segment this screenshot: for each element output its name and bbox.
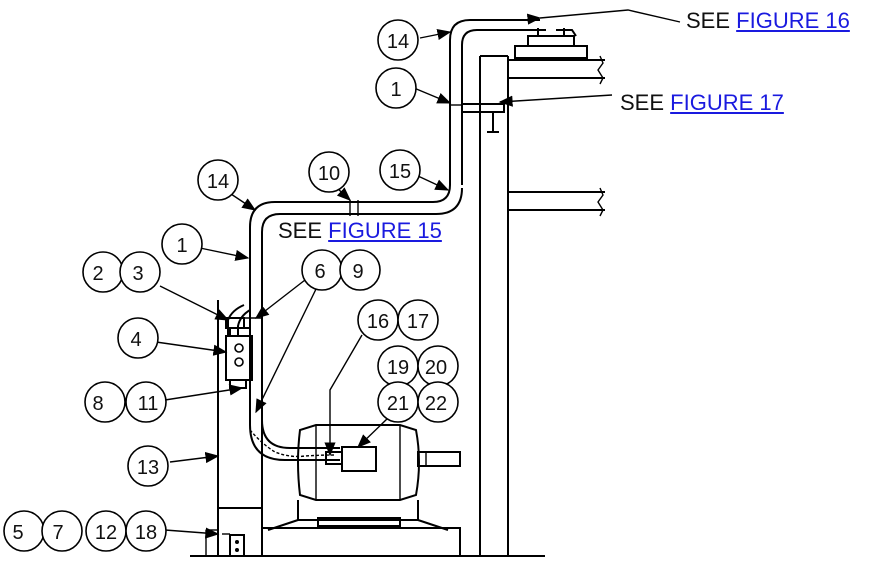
callout-bubbles: 14 1 15 10 14 1 2 3 6 9 4 16 17 19 20 21…: [3, 19, 459, 552]
callout-14-left: 14: [197, 159, 239, 201]
callout-3: 3: [119, 251, 161, 293]
callout-13: 13: [127, 445, 169, 487]
pipe-bracket: [461, 103, 505, 133]
svg-text:17: 17: [407, 311, 429, 333]
svg-text:16: 16: [367, 311, 389, 333]
leader-lines: [155, 9, 681, 539]
middle-beam: [508, 187, 605, 217]
svg-text:5: 5: [12, 522, 23, 544]
callout-11: 11: [125, 381, 167, 423]
svg-text:8: 8: [92, 393, 103, 415]
upper-platform: [508, 28, 605, 85]
callout-5: 5: [3, 510, 45, 552]
svg-text:7: 7: [52, 522, 63, 544]
electric-motor: [261, 424, 461, 557]
callout-1-top: 1: [375, 67, 417, 109]
see-label: SEE: [620, 90, 665, 115]
callout-16: 16: [357, 299, 399, 341]
svg-text:22: 22: [425, 393, 447, 415]
callout-12: 12: [85, 510, 127, 552]
svg-text:2: 2: [92, 263, 103, 285]
see-figure-16: SEE FIGURE 16: [686, 8, 850, 34]
figure-17-link[interactable]: FIGURE 17: [670, 90, 784, 115]
panel-column: [205, 300, 263, 556]
callout-21: 21: [377, 381, 419, 423]
callout-6: 6: [301, 249, 343, 291]
svg-text:19: 19: [387, 357, 409, 379]
callout-10: 10: [308, 151, 350, 193]
callout-18: 18: [125, 510, 167, 552]
callout-9: 9: [339, 249, 381, 291]
svg-text:21: 21: [387, 393, 409, 415]
see-figure-15: SEE FIGURE 15: [278, 218, 442, 244]
svg-text:1: 1: [390, 79, 401, 101]
svg-text:14: 14: [387, 31, 409, 53]
callout-19: 19: [377, 345, 419, 387]
callout-2: 2: [82, 251, 124, 293]
svg-text:4: 4: [130, 329, 141, 351]
base-bracket: [222, 533, 245, 557]
callout-8: 8: [84, 381, 126, 423]
callout-17: 17: [397, 299, 439, 341]
callout-1-left: 1: [161, 223, 203, 265]
callout-14-top: 14: [377, 19, 419, 61]
svg-text:14: 14: [207, 171, 229, 193]
see-figure-17: SEE FIGURE 17: [620, 90, 784, 116]
svg-text:1: 1: [176, 235, 187, 257]
svg-text:12: 12: [95, 522, 117, 544]
see-label: SEE: [278, 218, 323, 243]
structural-column: [479, 55, 509, 556]
callout-15: 15: [379, 149, 421, 191]
control-box: [225, 304, 262, 389]
svg-text:9: 9: [352, 261, 363, 283]
svg-text:11: 11: [138, 393, 159, 415]
callout-20: 20: [417, 345, 459, 387]
svg-text:13: 13: [137, 457, 159, 479]
figure-15-link[interactable]: FIGURE 15: [328, 218, 442, 243]
svg-text:15: 15: [389, 161, 411, 183]
callout-22: 22: [417, 381, 459, 423]
svg-text:6: 6: [314, 261, 325, 283]
svg-text:10: 10: [318, 163, 340, 185]
see-label: SEE: [686, 8, 731, 33]
flex-hose: [249, 300, 340, 461]
callout-7: 7: [41, 510, 83, 552]
svg-text:18: 18: [135, 522, 157, 544]
svg-text:3: 3: [132, 263, 143, 285]
svg-text:20: 20: [425, 357, 447, 379]
figure-16-link[interactable]: FIGURE 16: [736, 8, 850, 33]
callout-4: 4: [117, 317, 159, 359]
